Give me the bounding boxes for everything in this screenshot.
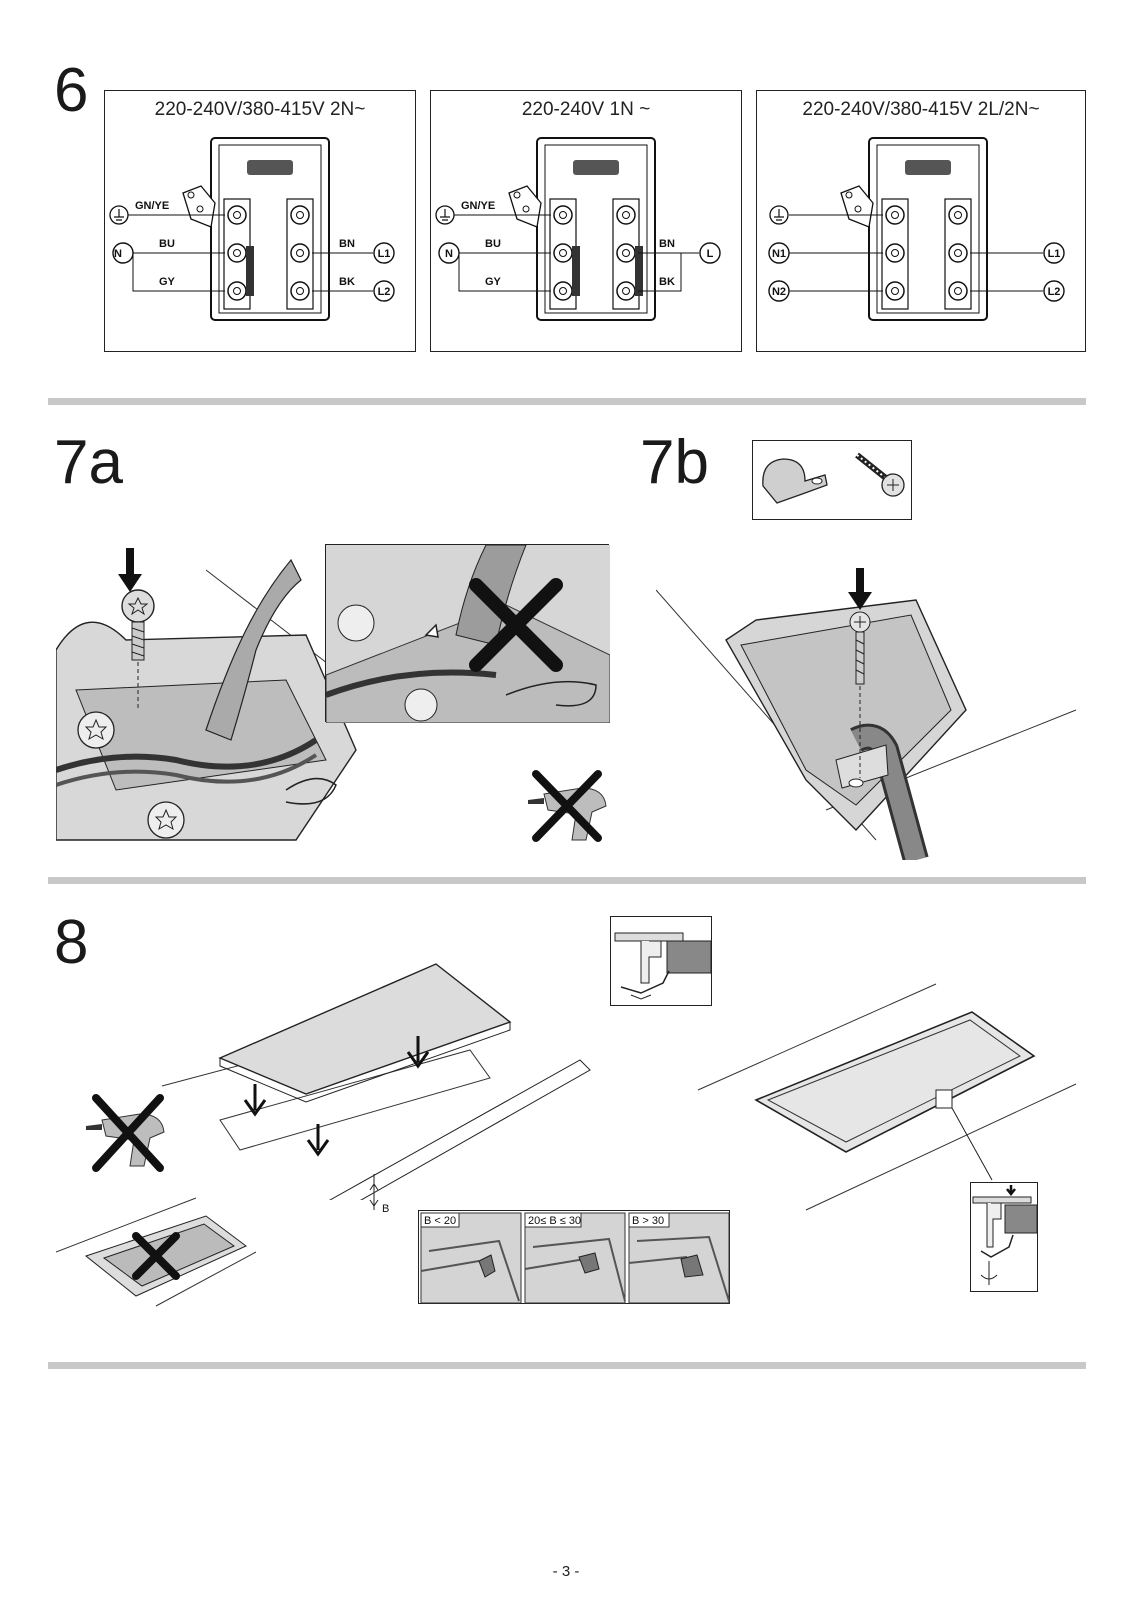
clip-detail-drawing <box>614 932 712 1000</box>
clip-detail-inset-bottom <box>970 1182 1038 1292</box>
wire-label-grey: GY <box>485 276 502 288</box>
step-7b-number: 7b <box>640 428 709 497</box>
step-7a-number: 7a <box>54 428 123 497</box>
clip-and-screw-parts <box>752 440 912 520</box>
wire-label-blue: BU <box>485 238 501 250</box>
section-divider <box>48 398 1086 405</box>
clip-detail-inset-top <box>610 916 712 1006</box>
cable-clamp-illustration <box>656 568 1077 860</box>
terminal-label-right-bottom: L2 <box>378 286 391 298</box>
terminal-label-left-top: N1 <box>772 248 786 260</box>
installed-hob-illustration <box>697 983 1077 1211</box>
wire-label-blue: BU <box>159 238 175 250</box>
terminal-block-diagram: GN/YE BU GY BN BK N L1 L2 <box>109 137 395 321</box>
clip-option-label: B > 30 <box>632 1215 664 1227</box>
wiring-panel-2: 220-240V 1N ~ GN/YE BU GY BN BK N L <box>430 90 742 352</box>
wire-label-ground: GN/YE <box>135 200 169 212</box>
terminal-block-diagram: N1 N2 L1 L2 <box>768 137 1065 321</box>
incorrect-clip-drawing <box>326 545 610 723</box>
terminal-label-right-top: L1 <box>378 248 391 260</box>
step-8-number: 8 <box>54 908 89 977</box>
wiring-panel-1: 220-240V/380-415V 2N~ GN/YE BU GY BN BK … <box>104 90 416 352</box>
clip-option-label: 20≤ B ≤ 30 <box>528 1215 581 1227</box>
cable-clamp-and-screw-drawing <box>762 452 905 504</box>
wire-label-black: BK <box>339 276 355 288</box>
wire-label-brown: BN <box>339 238 355 250</box>
wire-label-ground: GN/YE <box>461 200 495 212</box>
no-screw-into-worktop-illustration <box>56 1197 256 1307</box>
wire-label-black: BK <box>659 276 675 288</box>
incorrect-clip-inset <box>325 544 610 723</box>
page-number: - 3 - <box>552 1563 580 1580</box>
section-divider <box>48 1362 1086 1369</box>
terminal-label-left-top: N <box>445 248 453 260</box>
terminal-label-left-top: N <box>114 248 122 260</box>
no-power-drill-icon <box>86 1094 165 1172</box>
clip-options-inset: B < 20 20≤ B ≤ 30 B > 30 <box>418 1210 730 1304</box>
wire-label-brown: BN <box>659 238 675 250</box>
clip-options-drawing: B < 20 20≤ B ≤ 30 B > 30 <box>420 1212 730 1304</box>
clip-detail-drawing <box>972 1185 1038 1285</box>
terminal-label-right-top: L <box>707 248 714 260</box>
gap-indicator: B <box>369 1174 389 1215</box>
gap-label: B <box>382 1203 389 1215</box>
clip-option-label: B < 20 <box>424 1215 456 1227</box>
hob-installation-illustration <box>161 963 591 1200</box>
step-6-number: 6 <box>54 56 89 125</box>
terminal-label-right-top: L1 <box>1048 248 1061 260</box>
terminal-label-right-bottom: L2 <box>1048 286 1061 298</box>
strain-relief-illustration <box>56 548 357 841</box>
wiring-panel-title: 220-240V 1N ~ <box>521 99 651 120</box>
terminal-block-diagram: GN/YE BU GY BN BK N L <box>435 137 721 321</box>
wire-label-grey: GY <box>159 276 176 288</box>
section-divider <box>48 877 1086 884</box>
wiring-panel-title: 220-240V/380-415V 2N~ <box>154 99 366 120</box>
wiring-panel-3: 220-240V/380-415V 2L/2N~ N1 N2 L1 L2 <box>756 90 1086 352</box>
wiring-panel-title: 220-240V/380-415V 2L/2N~ <box>802 99 1040 120</box>
terminal-label-left-bottom: N2 <box>772 286 786 298</box>
no-power-drill-icon <box>528 770 607 842</box>
